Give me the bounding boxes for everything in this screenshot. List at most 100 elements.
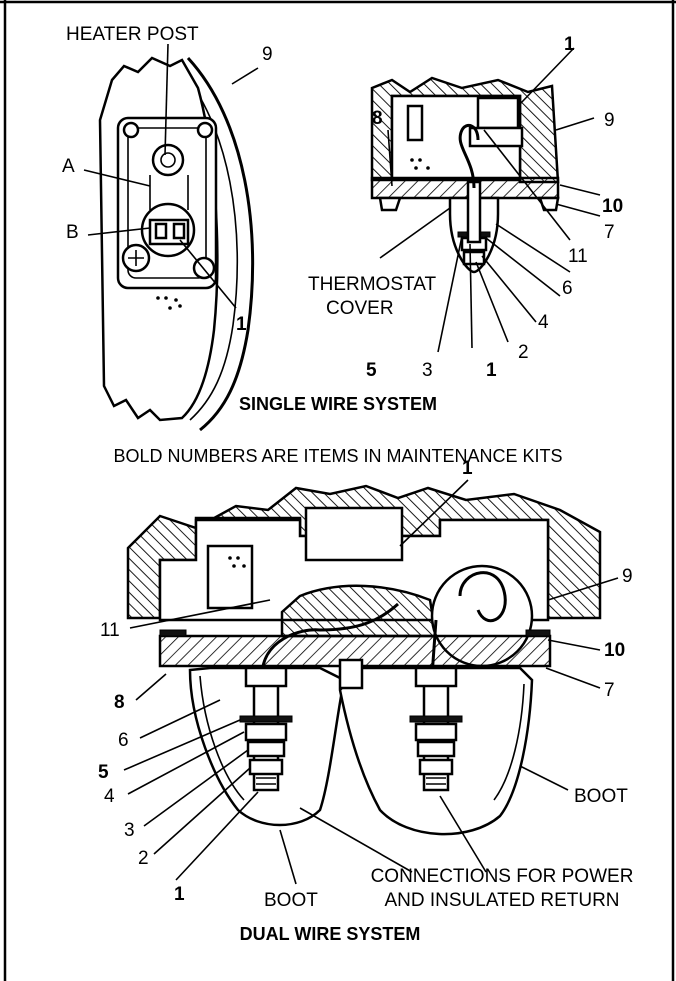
heater-post-core — [160, 152, 176, 168]
label-a: A — [62, 156, 75, 177]
strap — [149, 175, 189, 210]
leader-b-3 — [143, 749, 249, 827]
leader-conn-right — [439, 795, 487, 873]
leader-boot-bottom — [279, 829, 297, 885]
gasket-left — [159, 629, 187, 637]
tr-dots — [410, 158, 430, 170]
label-tr-10: 10 — [602, 196, 623, 217]
label-tr-4: 4 — [538, 312, 549, 333]
bottom-dots — [228, 556, 246, 568]
heater-element — [406, 104, 424, 142]
terminal-loop — [458, 571, 507, 623]
label-b-4: 4 — [104, 786, 115, 807]
gasket-8 — [378, 196, 402, 212]
label-tr-2: 2 — [518, 342, 529, 363]
label-tr-1b: 1 — [486, 360, 497, 381]
leader-b-2 — [153, 767, 251, 855]
leader-tr-3 — [469, 243, 473, 349]
leader-b-11 — [129, 599, 271, 629]
terminal-slot-right — [172, 222, 186, 240]
boot-right-inner — [493, 683, 525, 801]
washer-5 — [239, 715, 293, 723]
leader-tr-10 — [559, 184, 601, 196]
bottom-view — [123, 479, 619, 885]
nut-3 — [246, 740, 286, 758]
screw-top-right — [196, 121, 214, 139]
center-rib — [338, 658, 364, 690]
nut-2 — [248, 758, 284, 776]
nut-4 — [244, 722, 288, 742]
label-b-6: 6 — [118, 730, 129, 751]
leader-tr-11 — [483, 129, 571, 241]
rim-outer — [186, 56, 255, 432]
leader-b-10 — [547, 639, 601, 651]
leader-tr-6 — [495, 223, 571, 273]
thread-right — [426, 777, 446, 791]
label-tr-8: 8 — [372, 108, 383, 129]
leader-9 — [231, 67, 259, 85]
label-tr-6: 6 — [562, 278, 573, 299]
label-b-7: 7 — [604, 680, 615, 701]
label-b-2: 2 — [138, 848, 149, 869]
label-tr-3: 3 — [422, 360, 433, 381]
leader-tr-9 — [555, 117, 595, 131]
insulator — [280, 584, 438, 638]
label-b-3: 3 — [124, 820, 135, 841]
leader-tr-1b — [475, 261, 509, 343]
gasket-right — [525, 629, 551, 637]
thermostat-body — [304, 506, 404, 562]
leader-b-5 — [123, 719, 241, 771]
label-tr-7: 7 — [604, 222, 615, 243]
leader-b — [87, 227, 151, 236]
leader-b-1b — [175, 791, 259, 881]
label-b: B — [66, 222, 79, 243]
stud — [466, 180, 482, 244]
leader-conn-left — [299, 807, 413, 873]
leader-thermostat-cover — [379, 207, 451, 259]
nut-right-2 — [416, 740, 456, 758]
kit-note: BOLD NUMBERS ARE ITEMS IN MAINTENANCE KI… — [113, 446, 562, 466]
label-tr-9: 9 — [604, 110, 615, 131]
lead-wire — [458, 123, 480, 189]
thermostat-block — [476, 96, 520, 130]
leader-1 — [179, 239, 237, 309]
label-connections-2: AND INSULATED RETURN — [384, 890, 619, 911]
leader-b-8 — [135, 673, 167, 701]
label-b-11: 11 — [100, 620, 120, 641]
leader-tr-7 — [555, 203, 601, 217]
top-left-view — [83, 43, 259, 432]
label-connections-1: CONNECTIONS FOR POWER — [371, 866, 634, 887]
washer-right — [409, 715, 463, 723]
label-tr-1: 1 — [564, 34, 575, 55]
label-tl-1: 1 — [236, 314, 247, 335]
leader-b-4 — [127, 731, 245, 795]
hex-top-right — [414, 666, 458, 688]
label-b-10: 10 — [604, 640, 625, 661]
thread-left — [256, 777, 276, 791]
screw-slot — [128, 250, 144, 266]
leader-b-6 — [139, 699, 221, 739]
nut-2 — [462, 250, 486, 266]
nut-right-3 — [418, 758, 454, 776]
label-thermostat-2: COVER — [326, 298, 394, 319]
caption-dual-wire: DUAL WIRE SYSTEM — [240, 924, 421, 944]
heater-post — [151, 143, 185, 177]
top-right-view — [370, 47, 601, 353]
caption-single-wire: SINGLE WIRE SYSTEM — [239, 394, 437, 414]
label-b-5: 5 — [98, 762, 109, 783]
leader-b-7 — [545, 667, 601, 689]
terminal-slot-left — [154, 222, 168, 240]
nut-right-1 — [414, 722, 458, 742]
leader-tr-1 — [519, 47, 575, 105]
leader-tr-4 — [485, 237, 561, 297]
leader-tr-8 — [387, 129, 393, 187]
label-tr-11: 11 — [568, 246, 588, 267]
heater-block — [206, 544, 254, 610]
label-tl-9: 9 — [262, 44, 273, 65]
label-b-1b: 1 — [174, 884, 185, 905]
leader-b-1 — [399, 479, 469, 547]
leader-tr-5 — [437, 235, 463, 353]
leader-heater-post — [164, 43, 169, 156]
label-b-1: 1 — [462, 458, 473, 479]
